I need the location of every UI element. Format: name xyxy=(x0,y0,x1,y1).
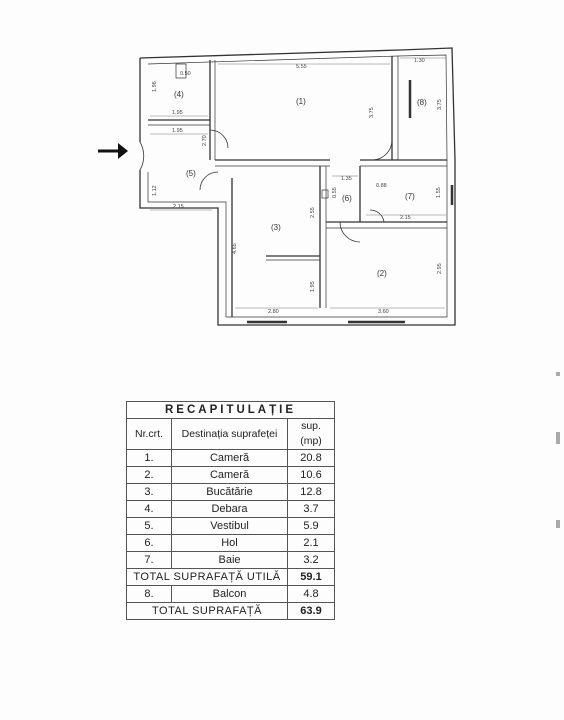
table-row: 2. Cameră 10.6 xyxy=(126,466,335,484)
dim-label: 1.95 xyxy=(172,110,183,116)
room-label-2: (2) xyxy=(377,269,387,278)
grand-total-value: 63.9 xyxy=(287,602,335,620)
room-area: 3.2 xyxy=(287,551,335,569)
dim-label: 4.65 xyxy=(232,243,238,254)
arrow-right-icon xyxy=(98,143,128,159)
table-row: 3. Bucătărie 12.8 xyxy=(126,483,335,501)
room-label-5: (5) xyxy=(186,169,196,178)
scan-edge-mark xyxy=(556,520,560,528)
row-number: 5. xyxy=(126,517,172,535)
grand-total-label: TOTAL SUPRAFAȚĂ xyxy=(126,602,288,620)
scan-edge-mark xyxy=(556,372,560,376)
column-header: Destinația suprafeței xyxy=(171,418,288,450)
room-label-3: (3) xyxy=(271,223,281,232)
table-row: 6. Hol 2.1 xyxy=(126,534,335,552)
table-row: 7. Baie 3.2 xyxy=(126,551,335,569)
room-area: 5.9 xyxy=(287,517,335,535)
row-number: 2. xyxy=(126,466,172,484)
room-area: 20.8 xyxy=(287,449,335,467)
recap-title: RECAPITULAȚIE xyxy=(126,401,335,419)
room-area: 2.1 xyxy=(287,534,335,552)
useful-total-row: TOTAL SUPRAFAȚĂ UTILĂ 59.1 xyxy=(126,568,335,586)
dim-label: 1.95 xyxy=(310,281,316,292)
room-name: Debara xyxy=(171,500,288,518)
dim-label: 1.30 xyxy=(414,58,425,64)
row-number: 7. xyxy=(126,551,172,569)
dim-label: 2.70 xyxy=(202,135,208,146)
room-name: Bucătărie xyxy=(171,483,288,501)
table-row: 4. Debara 3.7 xyxy=(126,500,335,518)
dim-label: 1.35 xyxy=(341,176,352,182)
dim-label: 3.75 xyxy=(437,99,443,110)
dim-label: 0.55 xyxy=(332,187,338,198)
useful-total-value: 59.1 xyxy=(287,568,335,586)
room-label-1: (1) xyxy=(296,97,306,106)
recap-table: RECAPITULAȚIE Nr.crt. Destinația suprafe… xyxy=(126,401,335,620)
row-number: 8. xyxy=(126,585,172,603)
dim-label: 2.55 xyxy=(310,207,316,218)
room-label-4: (4) xyxy=(174,90,184,99)
floor-plan: (1) (2) (3) (4) (5) (6) (7) (8) 5.55 1.3… xyxy=(98,47,456,326)
room-label-6: (6) xyxy=(342,194,352,203)
table-row: 1. Cameră 20.8 xyxy=(126,449,335,467)
row-number: 4. xyxy=(126,500,172,518)
dim-label: 2.95 xyxy=(437,263,443,274)
room-area: 4.8 xyxy=(287,585,335,603)
room-name: Cameră xyxy=(171,449,288,467)
grand-total-row: TOTAL SUPRAFAȚĂ 63.9 xyxy=(126,602,335,620)
dim-label: 1.55 xyxy=(436,187,442,198)
dim-label: 2.80 xyxy=(268,309,279,315)
room-name: Balcon xyxy=(171,585,288,603)
dim-label: 3.75 xyxy=(369,107,375,118)
room-name: Vestibul xyxy=(171,517,288,535)
row-number: 3. xyxy=(126,483,172,501)
dim-label: 1.12 xyxy=(152,185,158,196)
table-row: 8. Balcon 4.8 xyxy=(126,585,335,603)
useful-total-label: TOTAL SUPRAFAȚĂ UTILĂ xyxy=(126,568,288,586)
room-area: 3.7 xyxy=(287,500,335,518)
room-name: Hol xyxy=(171,534,288,552)
row-number: 1. xyxy=(126,449,172,467)
row-number: 6. xyxy=(126,534,172,552)
column-header: sup.(mp) xyxy=(287,418,335,450)
dim-label: 0.88 xyxy=(376,183,387,189)
scan-edge-mark xyxy=(556,432,560,444)
room-area: 12.8 xyxy=(287,483,335,501)
room-name: Cameră xyxy=(171,466,288,484)
table-row: 5. Vestibul 5.9 xyxy=(126,517,335,535)
table-header-row: Nr.crt. Destinația suprafeței sup.(mp) xyxy=(126,418,335,450)
dim-label: 3.60 xyxy=(378,309,389,315)
dim-label: 2.15 xyxy=(173,204,184,210)
dim-label: 2.15 xyxy=(400,215,411,221)
room-label-8: (8) xyxy=(417,98,427,107)
room-name: Baie xyxy=(171,551,288,569)
room-area: 10.6 xyxy=(287,466,335,484)
dim-label: 5.55 xyxy=(296,64,307,70)
room-label-7: (7) xyxy=(405,192,415,201)
column-header: Nr.crt. xyxy=(126,418,172,450)
dim-label: 0.50 xyxy=(180,71,191,77)
dim-label: 1.95 xyxy=(172,128,183,134)
dim-label: 1.96 xyxy=(152,81,158,92)
